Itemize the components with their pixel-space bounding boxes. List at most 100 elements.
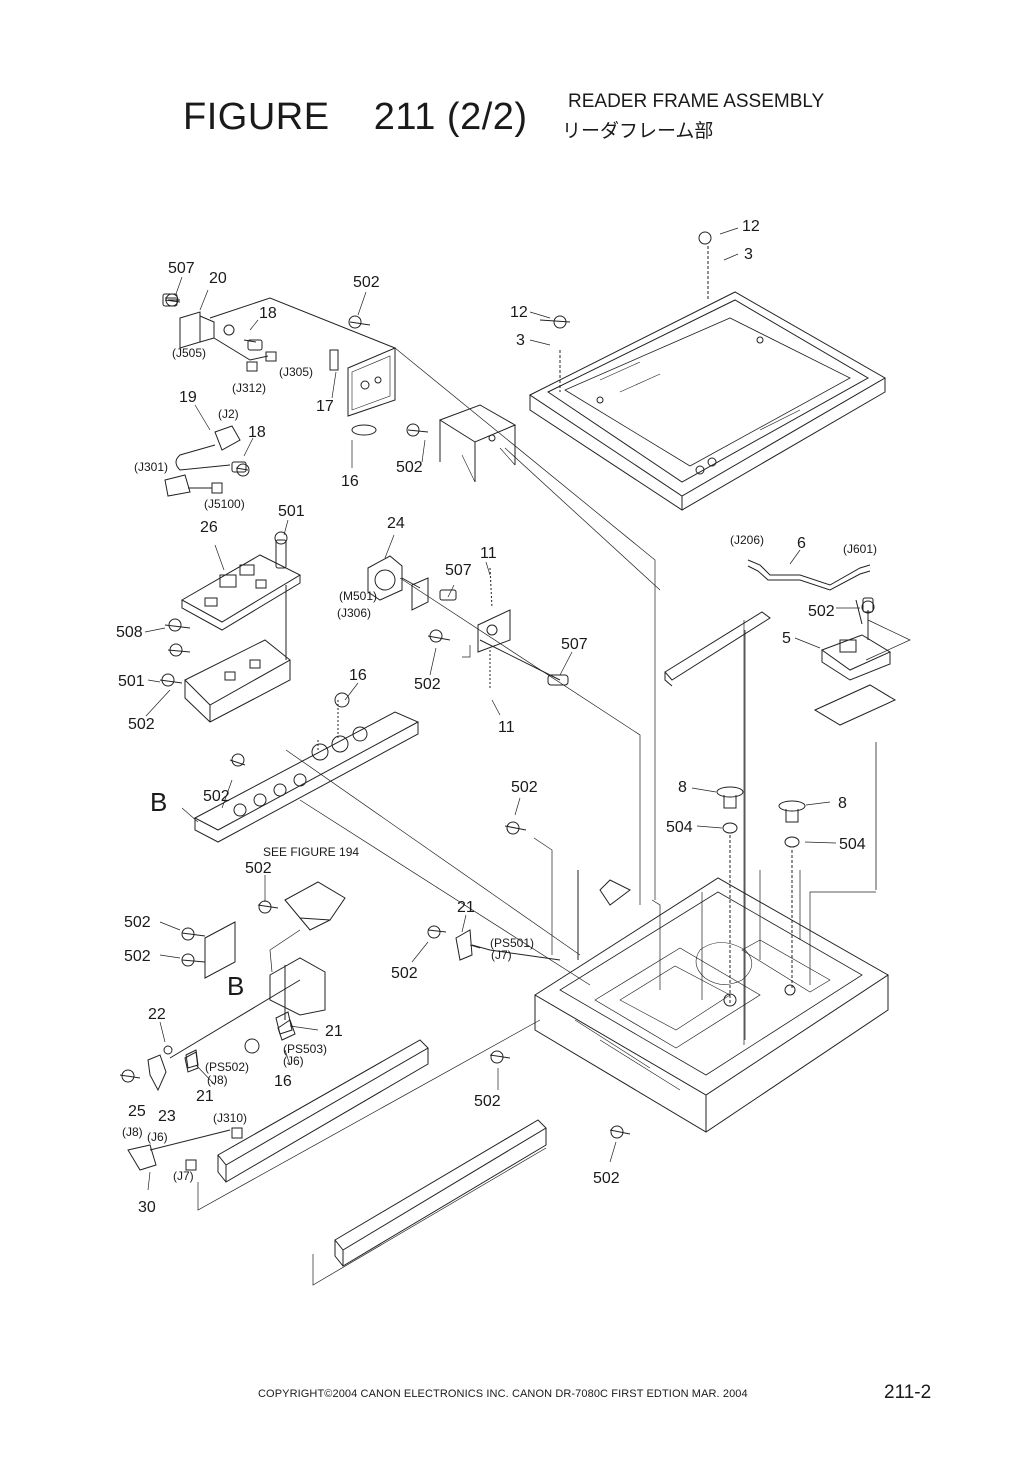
callout-5: 5 (782, 630, 791, 647)
callout-507-mid: 507 (445, 562, 472, 579)
callout-16-low: 16 (274, 1073, 292, 1090)
callout-502-side-1: 502 (124, 914, 151, 931)
callout-18-top: 18 (259, 305, 277, 322)
motor-24 (367, 555, 569, 690)
callout-j601: (J601) (843, 542, 877, 556)
callout-8-left: 8 (678, 779, 687, 796)
callout-j6-lower: (J6) (147, 1130, 168, 1144)
callout-507-low: 507 (561, 636, 588, 653)
callout-j8-lower: (J8) (122, 1125, 143, 1139)
callout-11-top: 11 (480, 545, 497, 562)
figure-title: FIGURE 211 (2/2) (183, 96, 528, 138)
callout-12-top: 12 (742, 218, 760, 235)
callout-12-mid: 12 (510, 304, 528, 321)
callout-j6-upper: (J6) (283, 1054, 304, 1068)
callout-j312: (J312) (232, 381, 266, 395)
callout-22: 22 (148, 1006, 166, 1023)
callout-leaders (144, 227, 860, 1191)
callout-21-mid: 21 (325, 1023, 343, 1040)
callout-labels: 12 3 12 3 507 20 502 18 (J505) (J305) (J… (116, 218, 877, 1216)
callout-j8-upper: (J8) (207, 1073, 228, 1087)
callout-3-top: 3 (744, 246, 753, 263)
callout-16-mid: 16 (349, 667, 367, 684)
callout-18-mid: 18 (248, 424, 266, 441)
callout-21-low: 21 (196, 1088, 214, 1105)
callout-j7-upper: (J7) (491, 948, 512, 962)
callout-25: 25 (128, 1103, 146, 1120)
callout-24: 24 (387, 515, 405, 532)
callout-502-sensor: 502 (245, 860, 272, 877)
relay-bracket-group (162, 293, 517, 483)
callout-502-bracket: 502 (396, 459, 423, 476)
callout-8-right: 8 (838, 795, 847, 812)
front-cover-upper (217, 1039, 429, 1183)
sensors-21 (185, 929, 561, 1069)
callout-j5100: (J5100) (204, 497, 245, 511)
callout-j301: (J301) (134, 460, 168, 474)
pcb-26 (180, 531, 302, 631)
callout-504-left: 504 (666, 819, 693, 836)
main-chassis (534, 870, 889, 1133)
callout-19: 19 (179, 389, 197, 406)
assembly-guide-lines (197, 347, 911, 1286)
callout-502-cover: 502 (474, 1093, 501, 1110)
callout-j206: (J206) (730, 533, 764, 547)
assembly-name-japanese: リーダフレーム部 (562, 121, 714, 142)
callout-508: 508 (116, 624, 143, 641)
callout-j2: (J2) (218, 407, 239, 421)
callout-21-upper: 21 (457, 899, 475, 916)
side-bracket (204, 921, 326, 1020)
reader-top-frame (529, 246, 887, 511)
callout-see-figure-194: SEE FIGURE 194 (263, 845, 359, 859)
callout-502-left: 502 (128, 716, 155, 733)
callout-23: 23 (158, 1108, 176, 1125)
harness-19 (164, 425, 247, 497)
callout-j310: (J310) (213, 1111, 247, 1125)
board-5 (813, 597, 897, 890)
page-number: 211-2 (884, 1382, 932, 1403)
callout-504-right: 504 (839, 836, 866, 853)
callout-b-lower: B (227, 971, 244, 1001)
callout-b-upper: B (150, 787, 167, 817)
assembly-name-english: READER FRAME ASSEMBLY (568, 91, 825, 112)
drive-plate (193, 692, 420, 843)
callout-501-low: 501 (118, 673, 145, 690)
callout-11-low: 11 (498, 719, 515, 736)
harness-6 (747, 559, 871, 591)
callout-26: 26 (200, 519, 218, 536)
rollers-8 (716, 786, 806, 1005)
callout-502-sensor-mount: 502 (391, 965, 418, 982)
callout-502-side-2: 502 (124, 948, 151, 965)
callout-j505: (J505) (172, 346, 206, 360)
callout-502-motor: 502 (414, 676, 441, 693)
callout-502-bottom: 502 (593, 1170, 620, 1187)
callout-502-plate: 502 (203, 788, 230, 805)
callout-ps502: (PS502) (205, 1060, 249, 1074)
callout-501-top: 501 (278, 503, 305, 520)
callout-20: 20 (209, 270, 227, 287)
callout-502-right: 502 (808, 603, 835, 620)
lower-small-parts (127, 979, 301, 1171)
callout-j305: (J305) (279, 365, 313, 379)
callout-507-top: 507 (168, 260, 195, 277)
callout-j7-lower: (J7) (173, 1169, 194, 1183)
callout-502-center: 502 (511, 779, 538, 796)
copyright-notice: COPYRIGHT©2004 CANON ELECTRONICS INC. CA… (258, 1388, 748, 1400)
screws (119, 231, 875, 1139)
callout-m501: (M501) (339, 589, 377, 603)
callout-30: 30 (138, 1199, 156, 1216)
callout-16-top: 16 (341, 473, 359, 490)
front-cover-lower (334, 1119, 547, 1267)
callout-3-mid: 3 (516, 332, 525, 349)
callout-ps503: (PS503) (283, 1042, 327, 1056)
callout-17: 17 (316, 398, 334, 415)
board-bracket (184, 585, 291, 723)
callout-6: 6 (797, 535, 806, 552)
callout-ps501: (PS501) (490, 936, 534, 950)
callout-502-top: 502 (353, 274, 380, 291)
sensor-unit (284, 881, 346, 931)
callout-j306: (J306) (337, 606, 371, 620)
guide-rail (664, 611, 771, 1040)
